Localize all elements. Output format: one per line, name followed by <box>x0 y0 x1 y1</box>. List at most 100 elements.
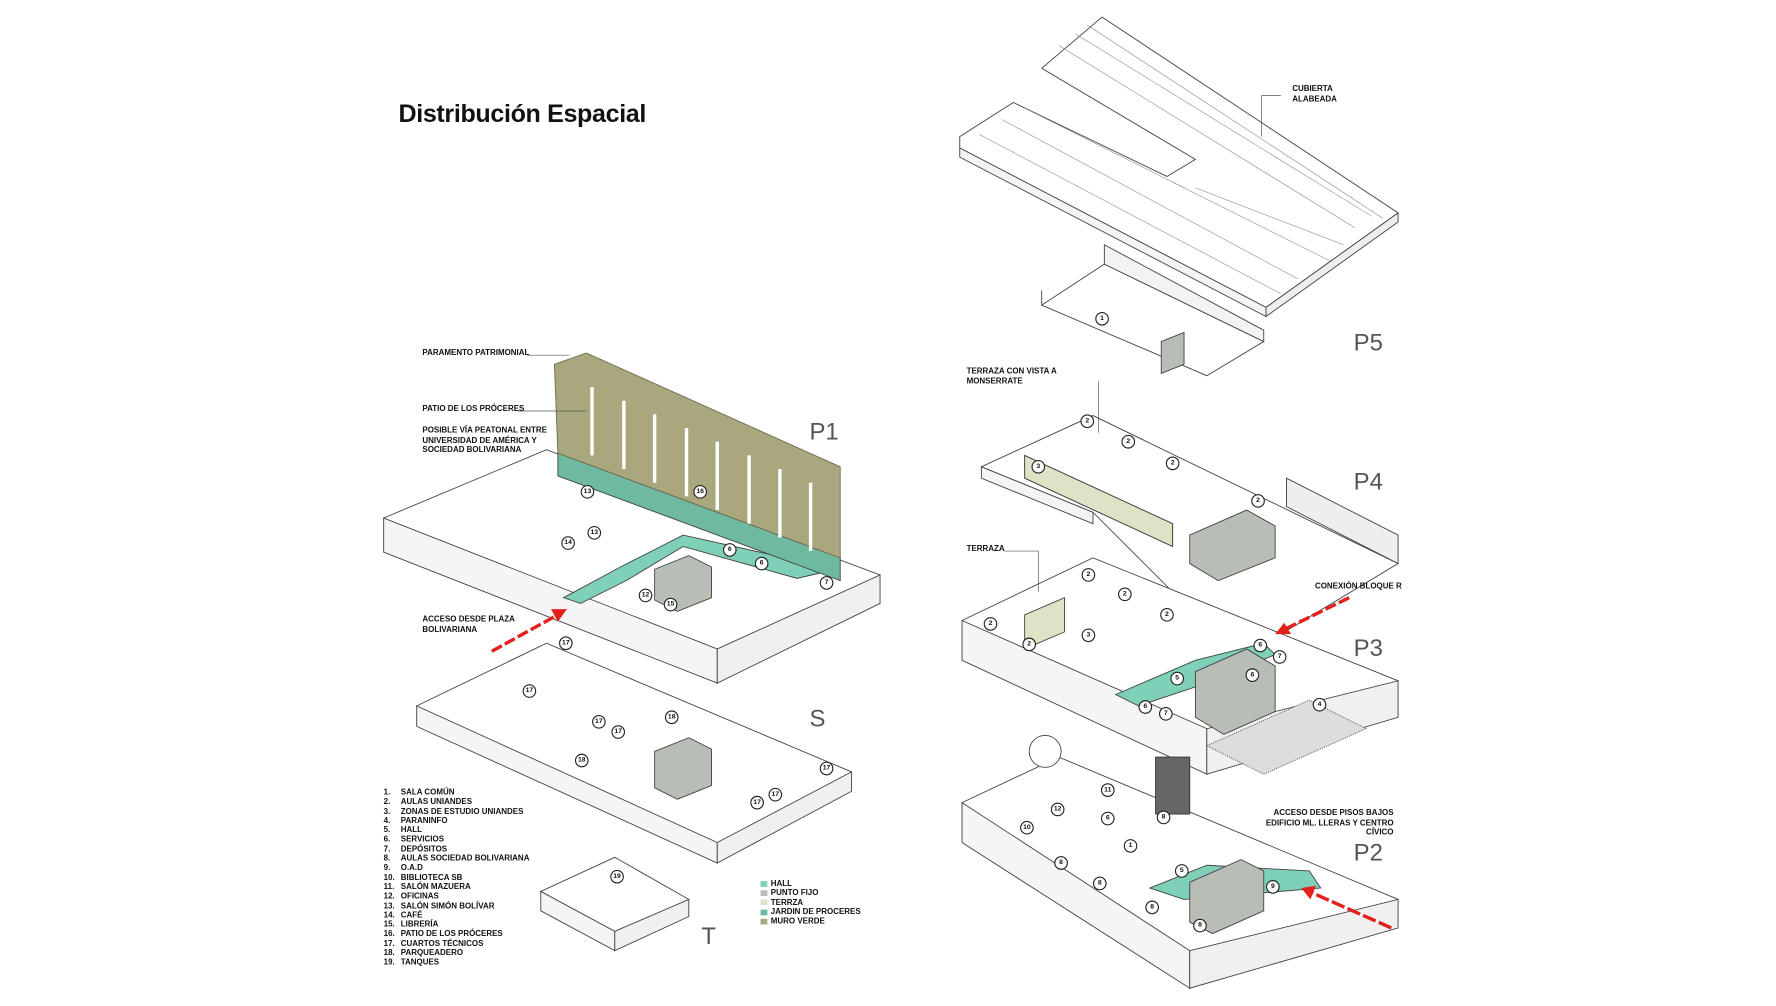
room-number-marker: 3 <box>1081 628 1096 643</box>
annotation-line: CÍVICO <box>1366 828 1394 837</box>
level-label-p3: P3 <box>1353 635 1383 662</box>
room-number-marker: 18 <box>664 710 679 725</box>
room-number-marker: 16 <box>693 485 708 499</box>
room-number-marker: 17 <box>750 795 764 810</box>
color-swatch <box>760 918 768 925</box>
legend-item: 6.SERVICIOS <box>384 836 530 845</box>
annotation-line: BOLIVARIANA <box>422 625 478 634</box>
room-number-marker: 1 <box>1095 311 1109 326</box>
room-number-marker: 6 <box>754 556 769 571</box>
room-number-marker: 12 <box>638 588 653 603</box>
warped-roof <box>959 16 1399 318</box>
color-legend-item: MURO VERDE <box>760 918 861 927</box>
room-number-marker: 6 <box>722 543 737 557</box>
annotation-cubierta: CUBIERTA ALABEADA <box>1292 85 1337 104</box>
legend-number: 18. <box>383 949 395 958</box>
room-number-marker: 11 <box>1100 783 1115 797</box>
room-number-marker: 8 <box>1156 810 1171 825</box>
room-number-marker: 9 <box>1266 880 1280 894</box>
room-number-marker: 19 <box>610 869 624 884</box>
legend-number: 9. <box>383 864 391 873</box>
room-number-marker: 17 <box>611 725 626 739</box>
color-legend-item: TERRZA <box>760 898 861 908</box>
annotation-line: ACCESO DESDE PISOS BAJOS <box>1273 809 1394 818</box>
room-number-marker: 2 <box>1160 607 1174 622</box>
color-legend-label: TERRZA <box>770 898 804 907</box>
room-number-marker: 2 <box>983 617 998 631</box>
annotation-via: POSIBLE VÍA PEATONAL ENTRE UNIVERSIDAD D… <box>422 427 547 456</box>
room-number-marker: 7 <box>819 576 834 590</box>
legend-item: 19.TANQUES <box>384 959 530 968</box>
level-p5 <box>1040 244 1265 377</box>
legend-label: CAFÉ <box>400 911 423 920</box>
legend-item: 16.PATIO DE LOS PRÓCERES <box>384 931 530 940</box>
room-number-marker: 8 <box>1193 918 1207 933</box>
annotation-line: ACCESO DESDE PLAZA <box>422 615 515 624</box>
room-number-marker: 2 <box>1022 637 1037 652</box>
room-number-marker: 8 <box>1054 856 1068 870</box>
legend-item: 10.BIBLIOTECA SB <box>384 874 530 883</box>
legend-item: 4.PARANINFO <box>384 817 530 826</box>
annotation-line: POSIBLE VÍA PEATONAL ENTRE <box>422 426 547 435</box>
legend-item: 5.HALL <box>384 827 530 836</box>
annotation-line: ALABEADA <box>1292 95 1337 104</box>
access-arrows <box>491 596 1392 930</box>
room-number-marker: 6 <box>1253 638 1268 653</box>
color-legend-label: PUNTO FIJO <box>770 889 819 898</box>
room-number-marker: 2 <box>1165 456 1180 471</box>
legend-label: SALÓN SIMÓN BOLÍVAR <box>400 902 495 911</box>
legend-number: 7. <box>383 845 391 854</box>
room-number-marker: 7 <box>1272 650 1287 664</box>
legend-item: 15.LIBRERÍA <box>384 921 530 930</box>
level-p4 <box>980 415 1400 639</box>
legend-label: HALL <box>400 826 423 835</box>
legend-number: 13. <box>383 902 395 911</box>
room-number-marker: 13 <box>587 525 602 540</box>
annotation-terraza: TERRAZA <box>966 545 1005 554</box>
legend-number: 10. <box>383 873 395 882</box>
annotation-line: EDIFICIO ML. LLERAS Y CENTRO <box>1265 819 1394 828</box>
annotation-line: SOCIEDAD BOLIVARIANA <box>422 446 522 455</box>
room-number-marker: 5 <box>1170 671 1185 686</box>
room-number-marker: 4 <box>1312 697 1327 712</box>
legend-number: 12. <box>383 892 395 901</box>
legend-number: 19. <box>383 959 395 967</box>
legend-label: PATIO DE LOS PRÓCERES <box>400 930 503 939</box>
color-legend-label: JARDIN DE PROCERES <box>770 908 861 917</box>
room-number-marker: 8 <box>1092 876 1107 891</box>
room-number-marker: 1 <box>1123 839 1138 853</box>
legend-number: 3. <box>383 807 391 816</box>
room-number-marker: 17 <box>522 684 537 698</box>
color-swatch <box>760 909 768 915</box>
level-label-p2: P2 <box>1353 840 1383 867</box>
leader-lines <box>518 95 1281 593</box>
legend-item: 18.PARQUEADERO <box>384 950 530 959</box>
legend-number: 11. <box>383 883 395 892</box>
legend-number: 14. <box>383 911 395 920</box>
annotation-acceso-pisos: ACCESO DESDE PISOS BAJOS EDIFICIO ML. LL… <box>1264 809 1394 838</box>
legend-label: SALÓN MAZUERA <box>400 883 471 892</box>
annotation-line: CUBIERTA <box>1292 85 1333 94</box>
color-legend-item: HALL <box>760 880 861 889</box>
room-number-marker: 2 <box>1081 568 1096 582</box>
level-s <box>415 642 853 864</box>
legend-item: 1.SALA COMÚN <box>384 789 530 798</box>
legend-item: 17.CUARTOS TÉCNICOS <box>384 940 530 949</box>
room-number-marker: 10 <box>1020 820 1034 835</box>
legend-label: AULAS UNIANDES <box>400 798 473 807</box>
legend-item: 8.AULAS SOCIEDAD BOLIVARIANA <box>384 855 530 864</box>
level-label-t: T <box>701 923 716 950</box>
legend-item: 13. SALÓN SIMÓN BOLÍVAR <box>384 902 530 911</box>
room-number-marker: 13 <box>580 485 595 499</box>
level-label-p5: P5 <box>1353 330 1383 357</box>
color-swatch <box>760 899 768 906</box>
room-number-marker: 18 <box>574 753 589 768</box>
legend-item: 9.O.A.D <box>384 865 530 874</box>
legend-item: 12.OFICINAS <box>384 893 530 902</box>
legend-number: 8. <box>383 855 391 864</box>
legend-label: SERVICIOS <box>400 836 445 845</box>
legend-label: LIBRERÍA <box>400 921 439 930</box>
